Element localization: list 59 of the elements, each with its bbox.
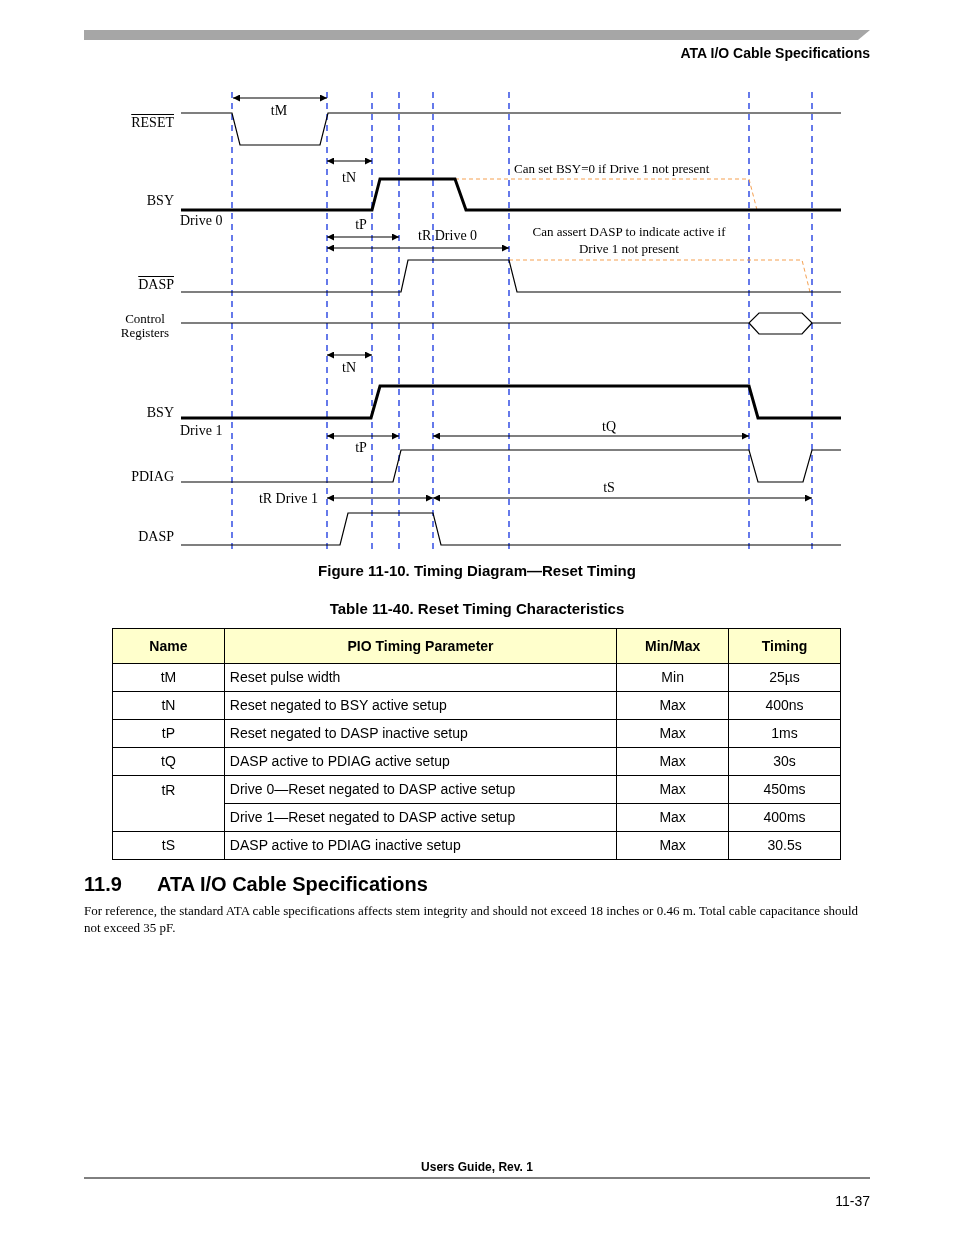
page-number: 11-37 [835,1191,870,1211]
drive-label: Drive 1 [180,423,223,439]
table-title: Table 11-40. Reset Timing Characteristics [329,598,625,619]
timing-label: tM [270,103,288,119]
annotation-note: Can assert DASP to indicate active if Drive 1 not present [531,223,727,257]
annotation-note: Can set BSY=0 if Drive 1 not present [514,160,710,176]
table-cell: 30.5s [728,831,841,860]
table-cell: Drive 0—Reset negated to DASP active setup [224,775,617,804]
table-cell: 400ms [728,803,841,832]
timing-label: tN [342,360,356,376]
timing-label: tQ [602,419,616,435]
table-cell: tM [112,663,225,692]
timing-label: tS [603,480,615,496]
table-cell: Max [616,803,729,832]
table-cell: Reset negated to DASP inactive setup [224,719,617,748]
table-cell: tN [112,691,225,720]
page-footer: Users Guide, Rev. 1 [421,1158,533,1176]
table-cell: Max [616,719,729,748]
table-cell: tQ [112,747,225,776]
table-cell: Max [616,691,729,720]
table-cell: 450ms [728,775,841,804]
table-cell: 1ms [728,719,841,748]
table-cell: Max [616,747,729,776]
signal-name: RESET [131,115,174,131]
table-cell: Max [616,775,729,804]
signal-name: PDIAG [131,469,174,485]
timing-label: tN [342,170,356,186]
section-number: 11.9 [84,872,122,897]
table-cell: DASP active to PDIAG inactive setup [224,831,617,860]
signal-name: DASP [138,277,174,293]
body-paragraph: For reference, the standard ATA cable specifications affects stem integrity and should not exceed 18 inches or 0.46 m. Total cable capacitance should not exceed 35 pF. [84,902,860,936]
signal-name: DASP [138,529,174,545]
table-cell: 400ns [728,691,841,720]
table-cell: DASP active to PDIAG active setup [224,747,617,776]
table-cell: Reset negated to BSY active setup [224,691,617,720]
drive-label: Drive 0 [180,213,223,229]
table-header-cell: Timing [728,628,841,664]
table-cell: 25µs [728,663,841,692]
table-cell: Reset pulse width [224,663,617,692]
timing-label: tP [355,217,367,233]
section-heading: ATA I/O Cable Specifications [157,872,428,897]
signal-name: Control Registers [119,312,171,340]
timing-label: tR Drive 0 [418,228,478,244]
table-header-cell: PIO Timing Parameter [224,628,617,664]
figure-caption: Figure 11-10. Timing Diagram—Reset Timing [318,560,636,581]
signal-name: BSY [146,405,174,421]
timing-label: tP [355,440,367,456]
table-cell: tP [112,719,225,748]
table-cell: Min [616,663,729,692]
table-header-cell: Name [112,628,225,664]
table-cell: Max [616,831,729,860]
timing-label: tR Drive 1 [258,491,318,507]
table-cell: Drive 1—Reset negated to DASP active setup [224,803,617,832]
table-header-cell: Min/Max [616,628,729,664]
table-cell: 30s [728,747,841,776]
table-cell: tR [112,775,225,832]
table-cell: tS [112,831,225,860]
signal-name: BSY [146,193,174,209]
page-header: ATA I/O Cable Specifications [680,43,870,63]
